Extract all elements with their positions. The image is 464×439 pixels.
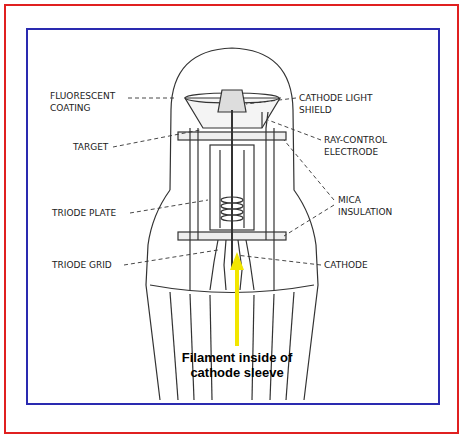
lead-wires bbox=[210, 240, 254, 290]
cathode-light-shield bbox=[218, 90, 246, 112]
cathode-label: CATHODE bbox=[324, 259, 384, 271]
filament-callout: Filament inside of cathode sleeve bbox=[164, 350, 310, 380]
triode-grid-label: TRIODE GRID bbox=[52, 259, 127, 271]
ray-control-electrode bbox=[266, 112, 268, 128]
cathode-sleeve bbox=[231, 110, 233, 270]
fluorescent-coating-label: FLUORESCENT COATING bbox=[50, 90, 130, 114]
filament-arrow bbox=[230, 252, 244, 346]
target-label: TARGET bbox=[73, 141, 118, 153]
ray-control-electrode bbox=[261, 112, 262, 128]
ray-control-electrode-label: RAY-CONTROL ELECTRODE bbox=[324, 134, 424, 158]
glass-bulb bbox=[170, 48, 318, 400]
cathode-light-shield-label: CATHODE LIGHT SHIELD bbox=[299, 92, 394, 116]
tube-base bbox=[150, 285, 314, 293]
base-press-lines bbox=[170, 292, 294, 400]
outer-frame bbox=[5, 5, 458, 433]
leader-lines bbox=[113, 98, 334, 265]
inner-frame bbox=[27, 29, 439, 404]
triode-plate-label: TRIODE PLATE bbox=[52, 207, 132, 219]
mica-insulation-label: MICA INSULATION bbox=[338, 194, 410, 218]
glass-bulb bbox=[146, 190, 170, 400]
